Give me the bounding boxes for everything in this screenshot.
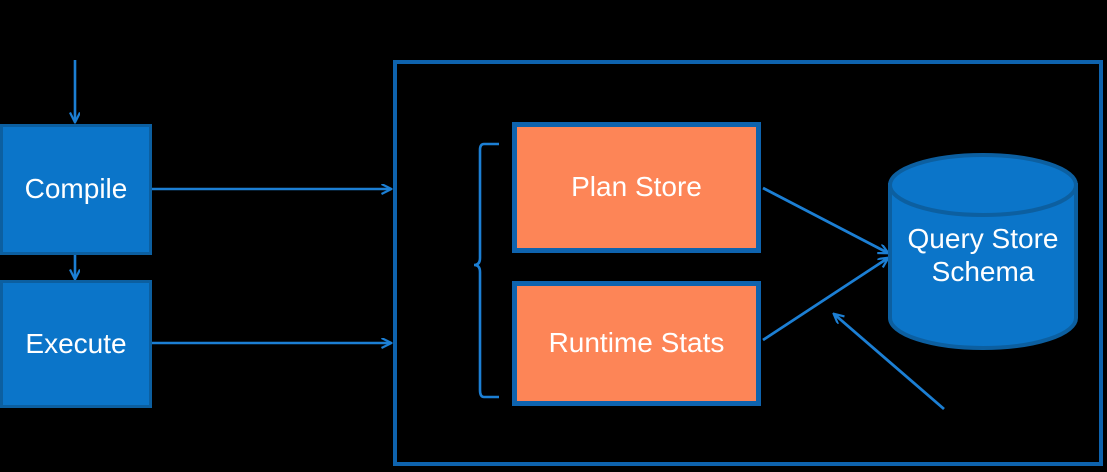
node-execute-label: Execute [25,327,127,359]
store-bracket [473,142,499,399]
query-store-schema-cylinder [888,153,1078,350]
query-store-container [393,60,1103,466]
node-plan-store[interactable]: Plan Store [512,122,761,253]
arrow-runtime-stats-to-schema [762,258,888,342]
node-execute[interactable]: Execute [0,280,152,408]
node-runtime-stats[interactable]: Runtime Stats [512,281,761,406]
node-compile[interactable]: Compile [0,124,152,255]
arrow-external-to-schema [834,314,945,411]
node-runtime-stats-label: Runtime Stats [548,327,725,359]
node-plan-store-label: Plan Store [571,171,702,203]
node-compile-label: Compile [24,173,128,205]
arrow-plan-store-to-schema [762,186,888,253]
